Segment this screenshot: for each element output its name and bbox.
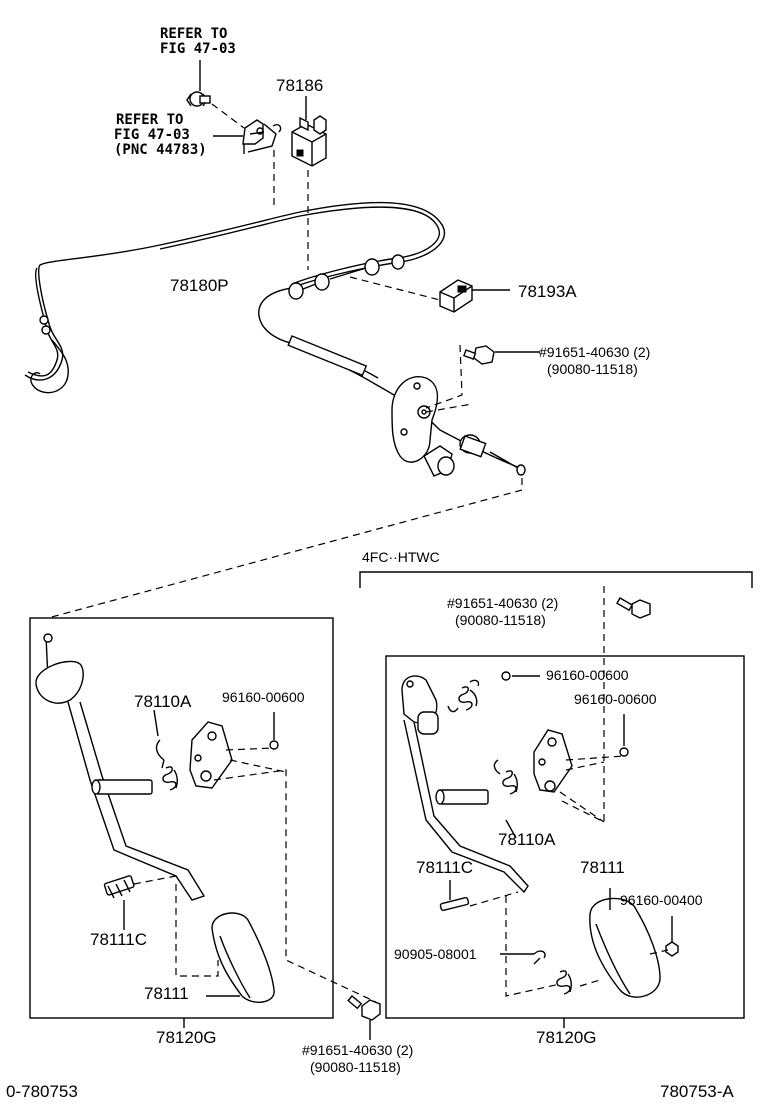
bolt-label-bottom: #91651-40630 (2) (90080-11518) — [302, 1042, 413, 1076]
bolt-alt-number: (90080-11518) — [455, 612, 546, 628]
right-spring-top-icon — [447, 679, 480, 713]
right-part-96160-00400-label: 96160-00400 — [620, 892, 703, 908]
bolt-label-top: #91651-40630 (2) (90080-11518) — [539, 344, 650, 378]
left-nut-icon — [269, 740, 279, 750]
cable-clamp-78193A-icon — [439, 279, 473, 313]
refer-to-text: REFER TO — [160, 26, 228, 42]
right-assembly-78120G-label: 78120G — [536, 1028, 597, 1047]
pnc-ref-text: (PNC 44783) — [114, 142, 207, 158]
left-pedal-pad-icon — [211, 912, 275, 1003]
cable-nut-icons — [288, 254, 405, 300]
bolt-bottom-icon — [347, 995, 381, 1021]
refer-to-text: REFER TO — [116, 112, 184, 128]
right-spring-mid-icon — [493, 759, 519, 795]
figure-id-right: 780753-A — [660, 1082, 734, 1101]
bolt-alt-number: (90080-11518) — [310, 1059, 401, 1075]
part-78180P-label: 78180P — [170, 276, 229, 295]
bolt-part-number: #91651-40630 (2) — [302, 1042, 414, 1058]
right-part-96160-00600-label-b: 96160-00600 — [574, 691, 657, 707]
variant-label: 4FC··HTWC — [362, 549, 440, 565]
cable-end-icon — [423, 434, 526, 477]
refer-to-label-top: REFER TO FIG 47-03 — [160, 27, 236, 57]
left-spring-icon — [155, 739, 179, 791]
cable-clip-78186-icon — [291, 115, 327, 167]
fig-ref-text: FIG 47-03 — [160, 41, 236, 57]
right-pin-78111C-icon — [439, 896, 470, 912]
left-pedal-bracket-icon — [189, 721, 233, 789]
right-part-78110A-label: 78110A — [498, 830, 556, 849]
left-part-96160-00600-label: 96160-00600 — [222, 689, 305, 705]
right-nut-small-icon — [665, 941, 679, 957]
refer-to-label-mid: REFER TO FIG 47-03 (PNC 44783) — [114, 113, 207, 158]
top-bolt-icon — [186, 91, 211, 107]
left-part-78110A-label: 78110A — [134, 692, 192, 711]
left-assembly-78120G-label: 78120G — [156, 1028, 217, 1047]
part-78186-label: 78186 — [276, 76, 324, 95]
right-assembly-frame — [385, 655, 745, 1019]
figure-id-left: 0-780753 — [6, 1082, 78, 1101]
variant-bracket — [359, 571, 753, 588]
right-clip-spring-icon — [533, 950, 573, 995]
bolt-part-number: #91651-40630 (2) — [447, 595, 559, 611]
right-pedal-bracket-icon — [533, 729, 573, 793]
part-78193A-label: 78193A — [518, 282, 577, 301]
left-part-78111C-label: 78111C — [90, 930, 148, 949]
left-pin-78111C-icon — [103, 875, 135, 899]
right-top-bolt-icon — [616, 597, 651, 619]
right-part-90905-08001-label: 90905-08001 — [394, 946, 477, 962]
bolt-part-number: #91651-40630 (2) — [539, 344, 651, 360]
left-pedal-arm-icon — [35, 633, 206, 901]
bolt-alt-number: (90080-11518) — [547, 361, 638, 377]
right-part-78111C-label: 78111C — [416, 858, 474, 877]
bolt-label-right: #91651-40630 (2) (90080-11518) — [447, 595, 558, 629]
right-pedal-pad-icon — [589, 897, 661, 998]
cable-bracket-icon — [242, 119, 282, 154]
right-part-78111-label: 78111 — [580, 858, 625, 877]
left-assembly-frame — [29, 617, 334, 1019]
bolt-91651-icon — [463, 345, 495, 365]
cable-bracket-plate-icon — [391, 376, 439, 463]
left-part-78111-label: 78111 — [144, 984, 189, 1003]
right-pedal-arm-icon — [401, 675, 529, 894]
fig-ref-text: FIG 47-03 — [114, 127, 190, 143]
right-part-96160-00600-label-a: 96160-00600 — [546, 667, 629, 683]
